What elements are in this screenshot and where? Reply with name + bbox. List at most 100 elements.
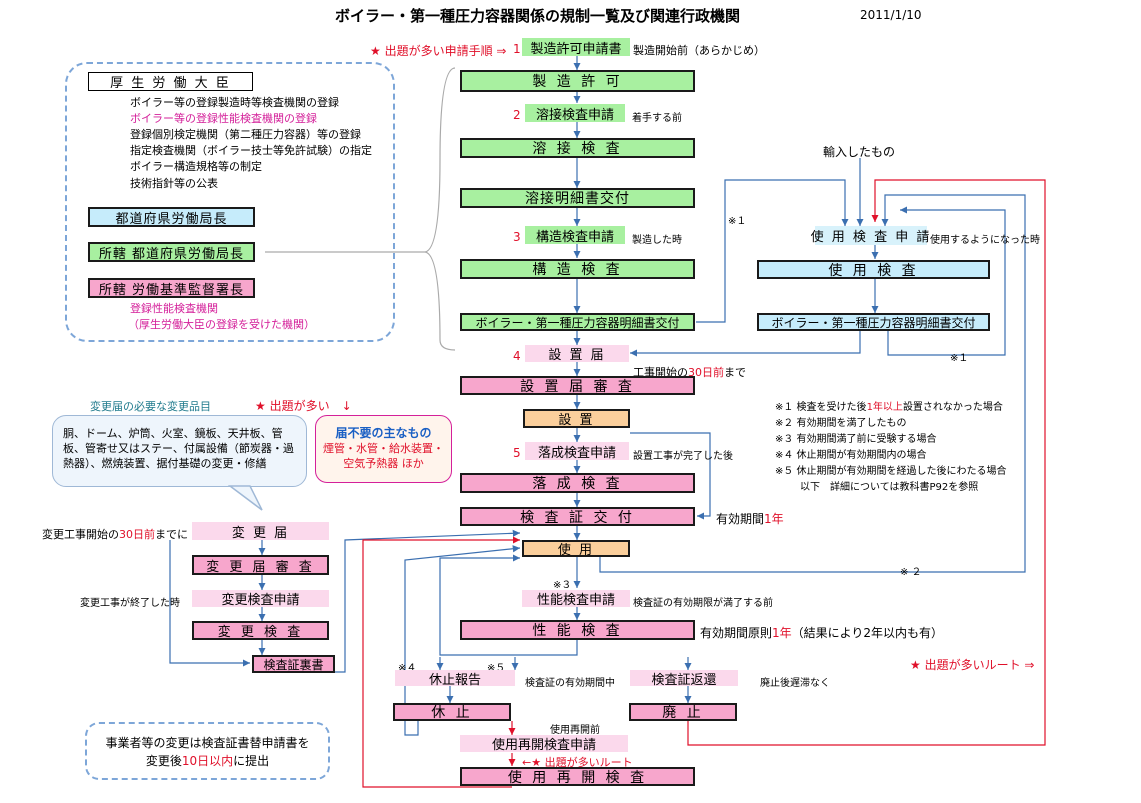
resume-pre-note: 使用再開前 [550, 725, 600, 736]
suspension-report-note: 検査証の有効期間中 [525, 678, 615, 689]
change-completed-note: 変更工事が終了した時 [80, 598, 180, 609]
installation-deadline-note: 工事開始の30日前まで [633, 364, 746, 380]
frequent-route-left: ←★ 出題が多いルート [522, 756, 633, 769]
authority-item: 技術指針等の公表 [130, 177, 218, 190]
change-notice: 変 更 届 [192, 522, 329, 541]
manufacture-permit-application-note: 製造開始前（あらかじめ） [633, 44, 765, 57]
perf-validity-label: 有効期間原則 [700, 626, 773, 640]
change-inspection-application: 変更検査申請 [192, 590, 329, 608]
frequent-procedure-note: ★ 出題が多い申請手順 ⇒ [370, 44, 507, 58]
authorities-panel [65, 62, 395, 342]
usage-inspection: 使 用 検 査 [757, 260, 990, 279]
abolition: 廃 止 [629, 703, 737, 721]
validity-note: 有効期間1年 [716, 510, 784, 527]
authority-item: 指定検査機関（ボイラー技士等免許試験）の指定 [130, 144, 372, 157]
note-1b-marker: ※１ [950, 353, 969, 364]
step-number-3: 3 [513, 230, 521, 244]
footnote-1-highlight: 1年以上 [866, 402, 903, 413]
change-items-title: 変更届の必要な変更品目 [90, 400, 211, 413]
note-4-marker: ※４ [398, 663, 417, 674]
business-change-part: に提出 [233, 754, 270, 768]
welding-spec-issue: 溶接明細書交付 [460, 188, 695, 208]
performance-inspection: 性 能 検 査 [460, 620, 695, 640]
business-change-line-2: 変更後10日以内に提出 [87, 752, 328, 770]
footnote-1: ※１ 検査を受けた後1年以上設置されなかった場合 [775, 398, 1003, 413]
inspection-certificate-issue: 検 査 証 交 付 [460, 507, 695, 526]
note-1-marker: ※１ [728, 216, 747, 227]
not-required-items: 煙管・水管・給水装置・空気予熱器 ほか [323, 442, 444, 470]
footnote-detail: 以下 詳細については教科書P92を参照 [800, 482, 979, 493]
completion-inspection: 落 成 検 査 [460, 473, 695, 493]
installation: 設 置 [523, 409, 630, 428]
step-number-4: 4 [513, 349, 521, 363]
footnote-5: ※５ 休止期間が有効期間を経過した後にわたる場合 [775, 466, 1007, 477]
certificate-endorsement: 検査証裏書 [252, 655, 335, 673]
note-2-marker: ※ ２ [900, 567, 922, 578]
installation-note-part: まで [724, 366, 746, 379]
jurisdiction-labour-office: 所轄 労働基準監督署長 [88, 278, 255, 298]
structure-application-note: 製造した時 [632, 235, 682, 246]
performance-inspection-application: 性能検査申請 [522, 590, 630, 608]
frequent-route-right: ★ 出題が多いルート ⇒ [910, 658, 1035, 672]
step-number-1: 1 [513, 42, 521, 56]
footnote-4: ※４ 休止期間が有効期間内の場合 [775, 450, 927, 461]
business-change-line-1: 事業者等の変更は検査証書替申請書を [105, 736, 310, 750]
authority-item: ボイラー構造規格等の制定 [130, 160, 262, 173]
installation-notice-review: 設 置 届 審 査 [460, 376, 695, 395]
authority-item: ボイラー等の登録製造時等検査機関の登録 [130, 96, 339, 109]
note-5-marker: ※５ [487, 663, 506, 674]
resume-inspection: 使 用 再 開 検 査 [460, 767, 695, 786]
business-change-note: 事業者等の変更は検査証書替申請書を 変更後10日以内に提出 [85, 722, 330, 780]
welding-inspection: 溶 接 検 査 [460, 138, 695, 158]
installation-note-days: 30日前 [688, 366, 724, 379]
validity-label: 有効期間 [716, 512, 765, 526]
change-inspection: 変 更 検 査 [192, 621, 329, 640]
footnote-2: ※２ 有効期間を満了したもの [775, 418, 907, 429]
import-boiler-spec-issue: ボイラー・第一種圧力容器明細書交付 [757, 313, 990, 331]
completion-application-note: 設置工事が完了した後 [633, 451, 733, 462]
validity-value: 1年 [764, 512, 784, 526]
business-change-part: 変更後 [145, 754, 182, 768]
structure-inspection: 構 造 検 査 [460, 259, 695, 279]
welding-inspection-application: 溶接検査申請 [525, 104, 625, 123]
perf-validity-extra: （結果により2年以内も有） [791, 626, 944, 640]
change-deadline-note: 変更工事開始の30日前までに [42, 526, 188, 542]
resume-inspection-application: 使用再開検査申請 [460, 735, 628, 753]
change-items-callout: 胴、ドーム、炉筒、火室、鏡板、天井板、管板、管寄せ又はステー、付属設備（節炭器・… [52, 415, 307, 487]
welding-application-note: 着手する前 [632, 113, 682, 124]
usage-inspection-application: 使 用 検 査 申 請 [811, 226, 929, 245]
boiler-spec-issue: ボイラー・第一種圧力容器明細書交付 [460, 313, 695, 331]
performance-application-note: 検査証の有効期限が満了する前 [633, 598, 773, 609]
step-number-5: 5 [513, 446, 521, 460]
note-3-marker: ※３ [553, 580, 572, 591]
in-use: 使 用 [522, 540, 630, 558]
perf-validity-value: 1年 [772, 626, 792, 640]
installation-note-part: 工事開始の [633, 366, 688, 379]
not-required-callout: 届不要の主なもの 煙管・水管・給水装置・空気予熱器 ほか [315, 415, 452, 483]
footnote-3: ※３ 有効期間満了前に受験する場合 [775, 434, 937, 445]
usage-application-note: 使用するようになった時 [930, 235, 1040, 246]
change-note-part: 変更工事開始の [42, 528, 119, 541]
suspension: 休 止 [393, 703, 511, 721]
certificate-return: 検査証返還 [630, 670, 738, 688]
prefectural-labour-bureau: 都道府県労働局長 [88, 207, 255, 227]
change-note-days: 30日前 [119, 528, 155, 541]
change-notice-review: 変 更 届 審 査 [192, 555, 329, 575]
minister-label: 厚 生 労 働 大 臣 [88, 72, 253, 91]
registered-inspection-body-note: （厚生労働大臣の登録を受けた機関） [128, 318, 315, 331]
suspension-report: 休止報告 [395, 670, 515, 688]
authority-item: 登録個別検定機関（第二種圧力容器）等の登録 [130, 128, 361, 141]
change-note-part: までに [155, 528, 188, 541]
structure-inspection-application: 構造検査申請 [525, 226, 625, 245]
page-title: ボイラー・第一種圧力容器関係の規制一覧及び関連行政機関 [335, 7, 741, 25]
footnote-1-part: ※１ 検査を受けた後 [775, 402, 867, 413]
completion-inspection-application: 落成検査申請 [525, 442, 629, 461]
certificate-return-note: 廃止後遅滞なく [760, 678, 830, 689]
page-date: 2011/1/10 [860, 8, 922, 22]
imported-item-label: 輸入したもの [823, 145, 896, 159]
jurisdiction-labour-bureau: 所轄 都道府県労働局長 [88, 242, 255, 262]
manufacture-permit: 製 造 許 可 [460, 70, 695, 92]
change-frequent-note: ★ 出題が多い ↓ [255, 399, 352, 413]
registered-inspection-body: 登録性能検査機関 [130, 302, 218, 315]
installation-notice: 設 置 届 [525, 345, 629, 363]
